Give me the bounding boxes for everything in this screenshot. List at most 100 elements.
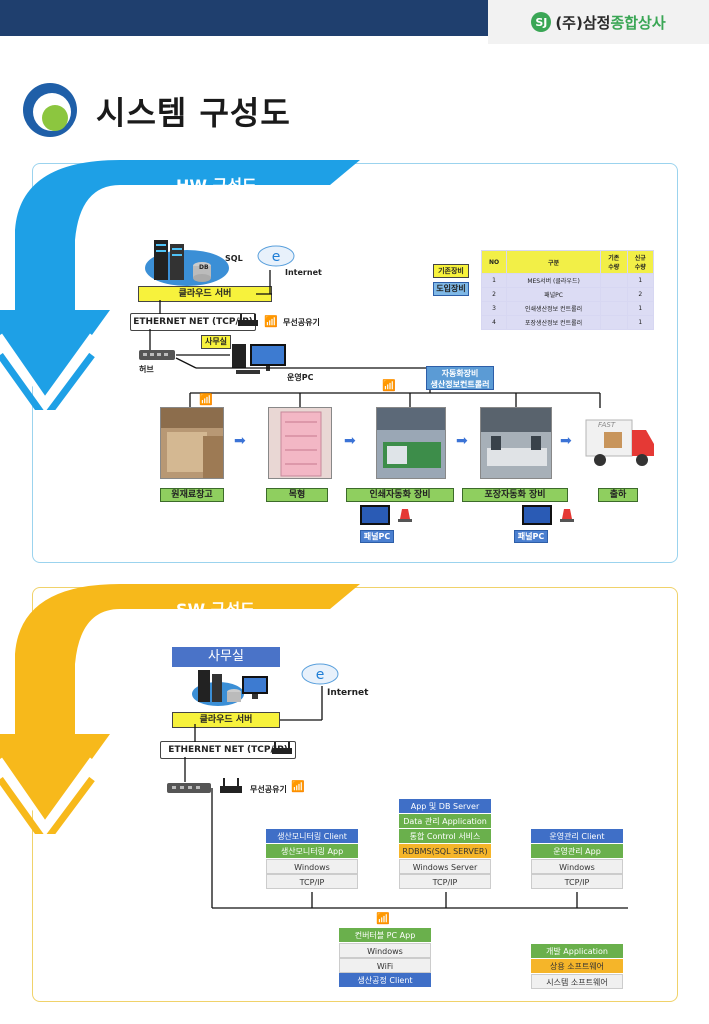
stack-os: Windows Server [399, 859, 491, 874]
stack-control-service: 통합 Control 서비스 [399, 829, 491, 844]
sw-internet-label: Internet [327, 688, 369, 698]
db-label: DB [199, 264, 209, 271]
stack-rdbms: RDBMS(SQL SERVER) [399, 844, 491, 859]
table-cell: 포장생산정보 컨트롤러 [506, 315, 602, 330]
table-cell: 4 [480, 315, 508, 330]
legend-commercial-software: 상용 소프트웨어 [531, 959, 623, 974]
stack-wifi: WiFi [339, 958, 431, 973]
hw-section-title: HW 구성도 [176, 176, 257, 195]
hw-hub-label: 허브 [139, 365, 154, 374]
sw-bottom-wifi-icon: 📶 [376, 912, 390, 925]
delivery-truck-icon [585, 419, 654, 466]
stack-server: App 및 DB Server [399, 799, 491, 814]
left-software-stack: 생산모니터링 Client 생산모니터링 App Windows TCP/IP [266, 829, 358, 889]
hw-arrow-icon [0, 160, 360, 410]
stack-os: Windows [531, 859, 623, 874]
table-header-cell: 구분 [506, 250, 602, 274]
raw-material-photo [160, 407, 224, 479]
stack-os: Windows [266, 859, 358, 874]
hw-wifi-icon: 📶 [264, 315, 278, 328]
wifi-icon-1: 📶 [199, 393, 213, 406]
sw-wireless-router-icon [220, 778, 242, 793]
office-pc-icon [232, 344, 286, 374]
table-cell [600, 315, 628, 330]
bottom-software-stack: 컨버터블 PC App Windows WiFi 생산공정 Client [339, 928, 431, 988]
process-arrow-1: ➡ [234, 433, 246, 449]
hub-icon [139, 350, 175, 360]
stack-client: 생산모니터링 Client [266, 829, 358, 844]
stack-data-app: Data 관리 Application [399, 814, 491, 829]
sw-internet-cloud-icon: e [301, 663, 339, 685]
stack-protocol: TCP/IP [399, 874, 491, 889]
sw-legend: 개발 Application 상용 소프트웨어 시스템 소프트웨어 [531, 944, 623, 989]
sw-arrow-icon [0, 584, 360, 834]
sw-router-icon [272, 742, 292, 754]
hw-ops-pc-label: 운영PC [287, 373, 314, 382]
sql-label: SQL [225, 254, 243, 263]
process-shipping: 출하 [598, 488, 638, 502]
sw-server-icon [192, 670, 268, 706]
sw-section-title: SW 구성도 [176, 600, 255, 619]
table-header-cell: 신규 수량 [626, 250, 655, 274]
hw-internet-label: Internet [285, 268, 322, 277]
legend-dev-application: 개발 Application [531, 944, 623, 959]
table-cell [600, 301, 628, 316]
printing-machine-photo [376, 407, 446, 479]
process-arrow-4: ➡ [560, 433, 572, 449]
right-software-stack: 운영관리 Client 운영관리 App Windows TCP/IP [531, 829, 623, 889]
process-die-cutting: 목형 [266, 488, 328, 502]
stack-app: 운영관리 App [531, 844, 623, 859]
panel-pc-label-2: 패널PC [514, 530, 548, 543]
logo-highlight: 종합상사 [610, 13, 666, 32]
legend-new: 도입장비 [433, 282, 469, 296]
panel-pc-icon-2 [522, 505, 574, 525]
hw-office-label: 사무실 [201, 335, 231, 349]
sw-router-label: 무선공유기 [250, 785, 287, 794]
truck-text: FAST [598, 421, 616, 429]
packaging-machine-photo [480, 407, 552, 479]
panel-pc-label-1: 패널PC [360, 530, 394, 543]
process-arrow-2: ➡ [344, 433, 356, 449]
process-printing: 인쇄자동화 장비 [346, 488, 454, 502]
process-raw-material: 원재료창고 [160, 488, 224, 502]
top-banner [0, 0, 560, 36]
cloud-server-icon [145, 240, 229, 286]
sw-ethernet-label: ETHERNET NET (TCP/IP) [160, 741, 296, 759]
panel-pc-icon-1 [360, 505, 412, 525]
page-title: 시스템 구성도 [96, 94, 291, 132]
table-header-cell: 기존 수량 [600, 250, 628, 274]
stack-app: 생산모니터링 App [266, 844, 358, 859]
title-circle-icon [23, 83, 77, 137]
automation-controller-label: 자동화장비 생산정보컨트롤러 [426, 366, 494, 390]
stack-os: Windows [339, 943, 431, 958]
legend-system-software: 시스템 소프트웨어 [531, 974, 623, 989]
router-icon [238, 314, 258, 326]
logo-mark-icon: SJ [531, 12, 552, 32]
stack-client: 생산공정 Client [339, 973, 431, 988]
sw-office-label: 사무실 [172, 647, 280, 667]
sw-hub-icon [167, 783, 211, 793]
legend-existing: 기존장비 [433, 264, 469, 278]
table-cell: MES서버 (클라우드) [506, 273, 602, 288]
sw-wifi-icon: 📶 [291, 780, 305, 793]
stack-app: 컨버터블 PC App [339, 928, 431, 943]
svg-text:e: e [316, 667, 325, 683]
sw-cloud-server-label: 클라우드 서버 [172, 712, 280, 728]
stack-client: 운영관리 Client [531, 829, 623, 844]
process-arrow-3: ➡ [456, 433, 468, 449]
stack-protocol: TCP/IP [531, 874, 623, 889]
die-cutting-photo [268, 407, 332, 479]
table-cell: 1 [626, 301, 655, 316]
center-software-stack: App 및 DB Server Data 관리 Application 통합 C… [399, 799, 491, 889]
hw-router-label: 무선공유기 [283, 318, 320, 327]
company-logo: SJ (주)삼정종합상사 [488, 0, 709, 44]
table-cell: 1 [626, 273, 655, 288]
logo-prefix: (주)삼정 [555, 13, 611, 32]
process-packaging: 포장자동화 장비 [462, 488, 568, 502]
internet-cloud-icon: e [257, 245, 295, 267]
